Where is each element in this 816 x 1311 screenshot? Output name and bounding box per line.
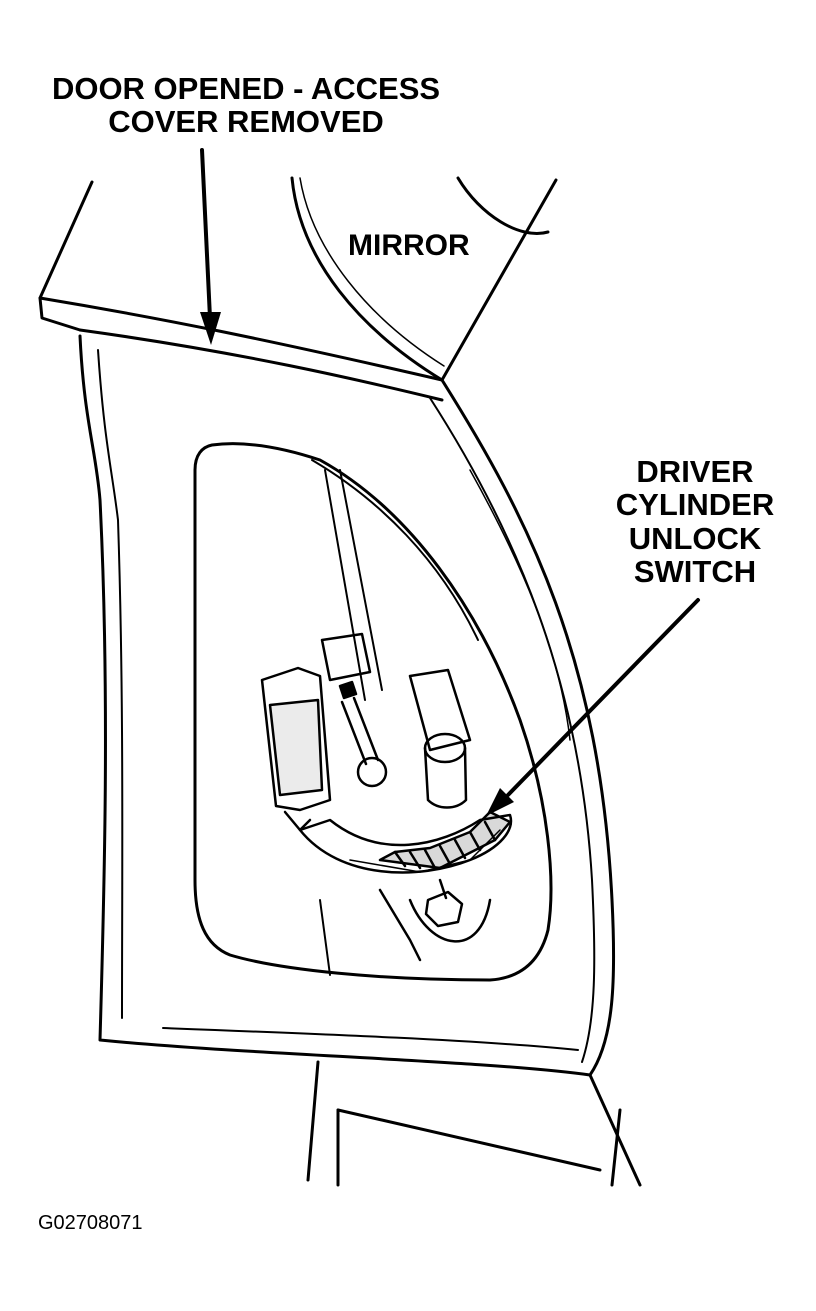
switch-arrowhead (486, 788, 514, 816)
door-callout-line-1: DOOR OPENED - ACCESS (51, 71, 441, 106)
mirror-label: MIRROR (348, 229, 470, 262)
access-opening (193, 442, 553, 982)
switch-callout-line-4: SWITCH (633, 554, 757, 590)
switch-callout-line-2: CYLINDER (615, 487, 775, 523)
lower-door-pillar (306, 1060, 642, 1187)
door-panel (78, 334, 616, 1077)
leader-arrows (200, 148, 700, 816)
switch-callout-line-3: UNLOCK (628, 520, 762, 556)
door-opened-callout: DOOR OPENED - ACCESS COVER REMOVED (36, 72, 456, 139)
mirror-housing (290, 176, 558, 382)
switch-leader-line (506, 598, 700, 797)
door-access-arrowhead (200, 312, 221, 345)
switch-callout-line-1: DRIVER (636, 454, 754, 489)
lock-mechanism (260, 632, 513, 962)
door-top-edge (38, 180, 444, 402)
figure-code: G02708071 (38, 1212, 143, 1234)
unlock-switch-callout: DRIVER CYLINDER UNLOCK SWITCH (600, 455, 790, 589)
door-callout-line-2: COVER REMOVED (108, 104, 384, 140)
door-access-leader-line (200, 148, 212, 320)
